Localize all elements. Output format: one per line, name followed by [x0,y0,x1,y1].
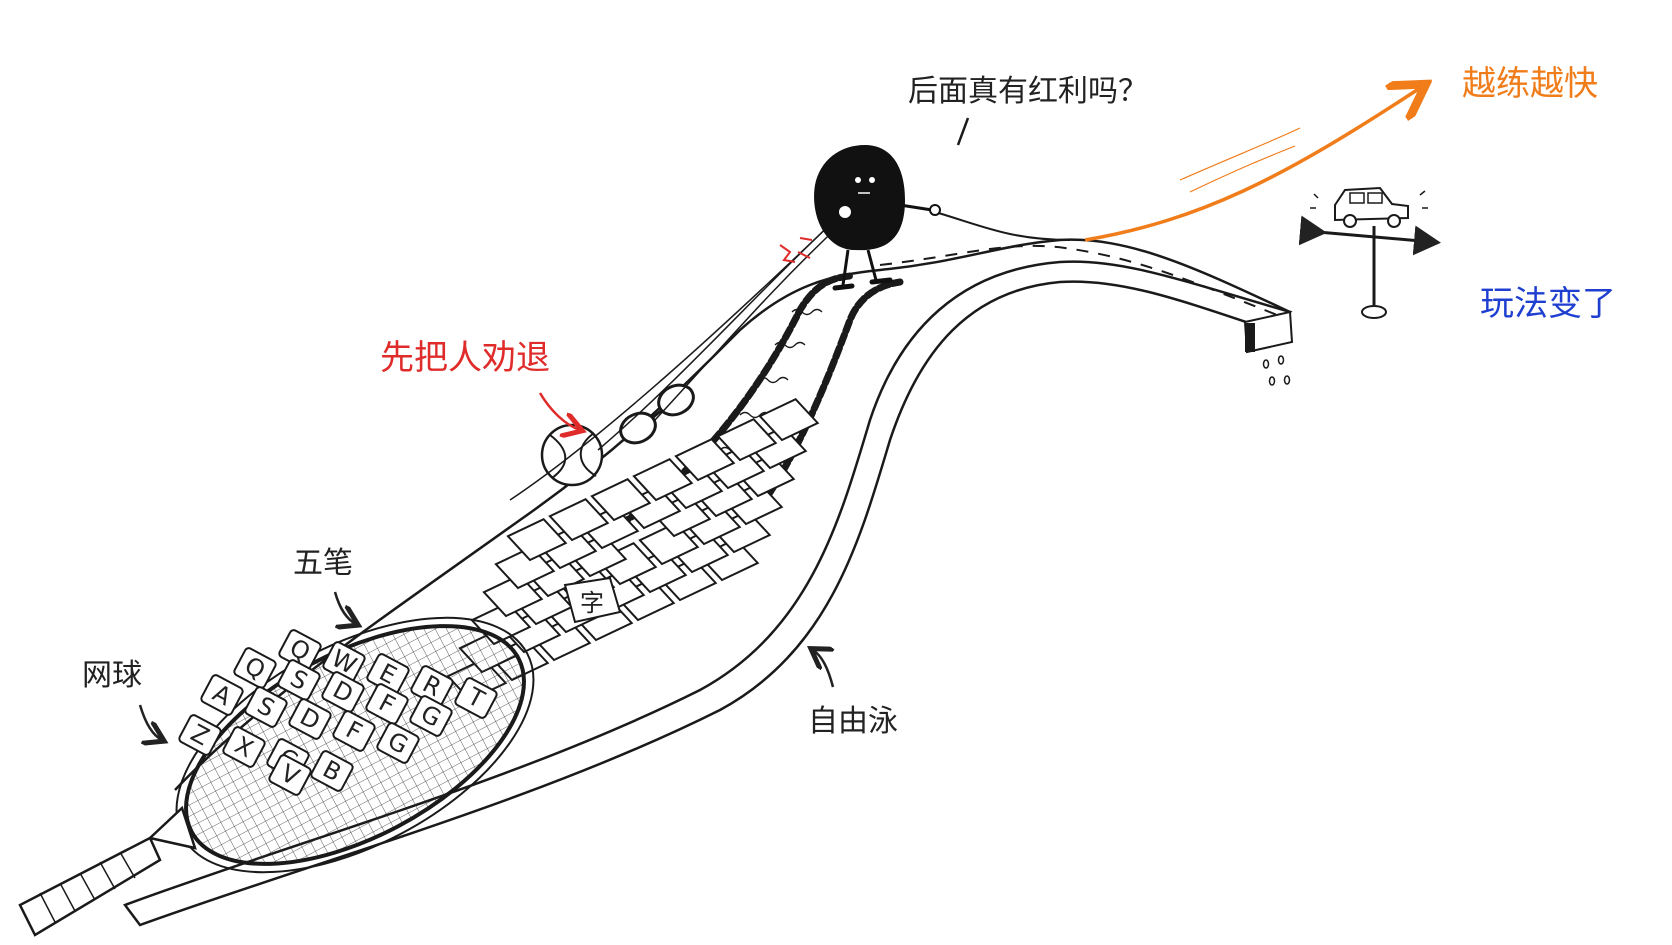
racket-key: V [268,754,312,796]
freestyle-arrow [813,650,833,688]
keyboard-key [674,437,736,482]
racket-key: D [288,698,332,740]
racket-key: T [454,677,498,719]
racket-key-cap [454,677,498,719]
keyboard-key [758,397,820,442]
car-icon [1310,186,1428,228]
racket-key: F [332,710,376,752]
keyboard-key [716,417,778,462]
blob-character-icon [814,145,941,291]
racket-key: S [244,686,288,728]
racket-key-cap [233,647,277,689]
faster-label: 越练越快 [1462,64,1598,104]
racket-key-cap [365,683,409,725]
freestyle-label: 自由泳 [808,704,898,739]
center-key-label: 字 [580,589,604,617]
racket-key-cap [200,674,244,716]
swim-goggles-icon [619,383,695,445]
question-label: 后面真有红利吗？ [908,74,1148,109]
keyboard-key [590,477,652,522]
racket-key-cap [244,686,288,728]
racket-key: Z [178,714,222,756]
racket-key: B [310,750,354,792]
racket-key-cap [222,726,266,768]
tennis-label: 网球 [82,658,142,693]
rules-changed-label: 玩法变了 [1480,284,1616,324]
deter-first-label: 先把人劝退 [380,338,550,378]
racket-key: G [376,722,420,764]
wubi-label: 五笔 [293,546,353,581]
car-pole [1361,226,1387,319]
keyboard-key [548,497,610,542]
ropes [509,211,1071,501]
keyboard-key [632,457,694,502]
racket-key-cap [409,695,453,737]
racket-key: A [200,674,244,716]
racket-key-cap [310,750,354,792]
tennis-arrow [138,704,162,740]
racket-key-cap [178,714,222,756]
racket-key: Q [278,629,322,671]
racket-keys: QWERTQSDFGASDFGZXCBV [178,629,498,796]
racket-key-cap [277,659,321,701]
racket-key: Q [233,647,277,689]
racket-key-cap [288,698,332,740]
racket-key: F [365,683,409,725]
burst-icon [779,237,813,263]
center-key: 字 [563,576,622,624]
racket-key-cap [332,710,376,752]
deter-arrow [538,392,580,430]
speech-tick [956,117,970,146]
racket-key-cap [376,722,420,764]
racket-key-cap [321,671,365,713]
keyboard-key [506,517,568,562]
racket-key: W [322,641,366,683]
racket-key-cap [268,754,312,796]
faster-arrow [1084,88,1420,242]
racket-key: X [222,726,266,768]
racket-key: R [410,665,454,707]
racket-key: G [409,695,453,737]
wubi-arrow [333,591,356,624]
racket-key: S [277,659,321,701]
track [122,238,1294,927]
racket-key: D [321,671,365,713]
